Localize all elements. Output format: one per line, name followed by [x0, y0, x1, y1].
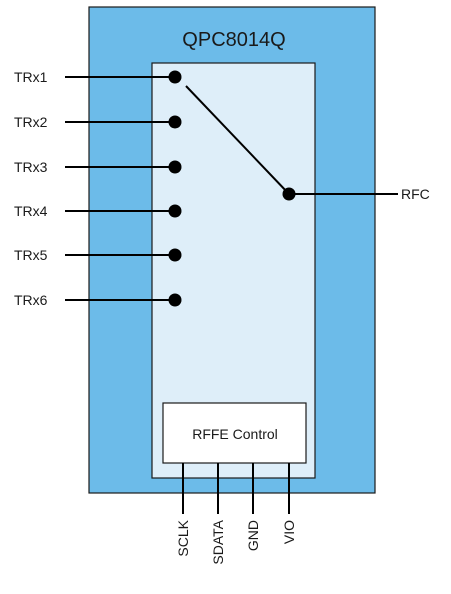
rffe-control-block	[162, 402, 307, 464]
rfc-label: RFC	[401, 186, 430, 202]
trx-port-group: TRx1 TRx2 TRx3 TRx4 TRx5 TRx6	[14, 69, 182, 308]
trx2-label: TRx2	[14, 114, 48, 130]
trx4-node	[168, 204, 182, 218]
control-pin-group: SCLK SDATA GND VIO	[175, 463, 297, 565]
trx5-label: TRx5	[14, 247, 48, 263]
chip-part-number: QPC8014Q	[182, 29, 285, 51]
vio-label: VIO	[281, 520, 297, 544]
sclk-label: SCLK	[175, 519, 191, 556]
sdata-label: SDATA	[210, 519, 226, 564]
trx6-label: TRx6	[14, 292, 48, 308]
rfc-port-group: RFC	[282, 186, 430, 202]
trx4-label: TRx4	[14, 203, 48, 219]
rffe-control-label: RFFE Control	[192, 426, 278, 442]
trx1-node	[168, 70, 182, 84]
gnd-label: GND	[245, 520, 261, 551]
trx5-node	[168, 248, 182, 262]
trx3-label: TRx3	[14, 159, 48, 175]
trx3-node	[168, 160, 182, 174]
trx1-label: TRx1	[14, 69, 48, 85]
trx2-node	[168, 115, 182, 129]
switch-arm	[185, 85, 290, 195]
trx6-node	[168, 293, 182, 307]
